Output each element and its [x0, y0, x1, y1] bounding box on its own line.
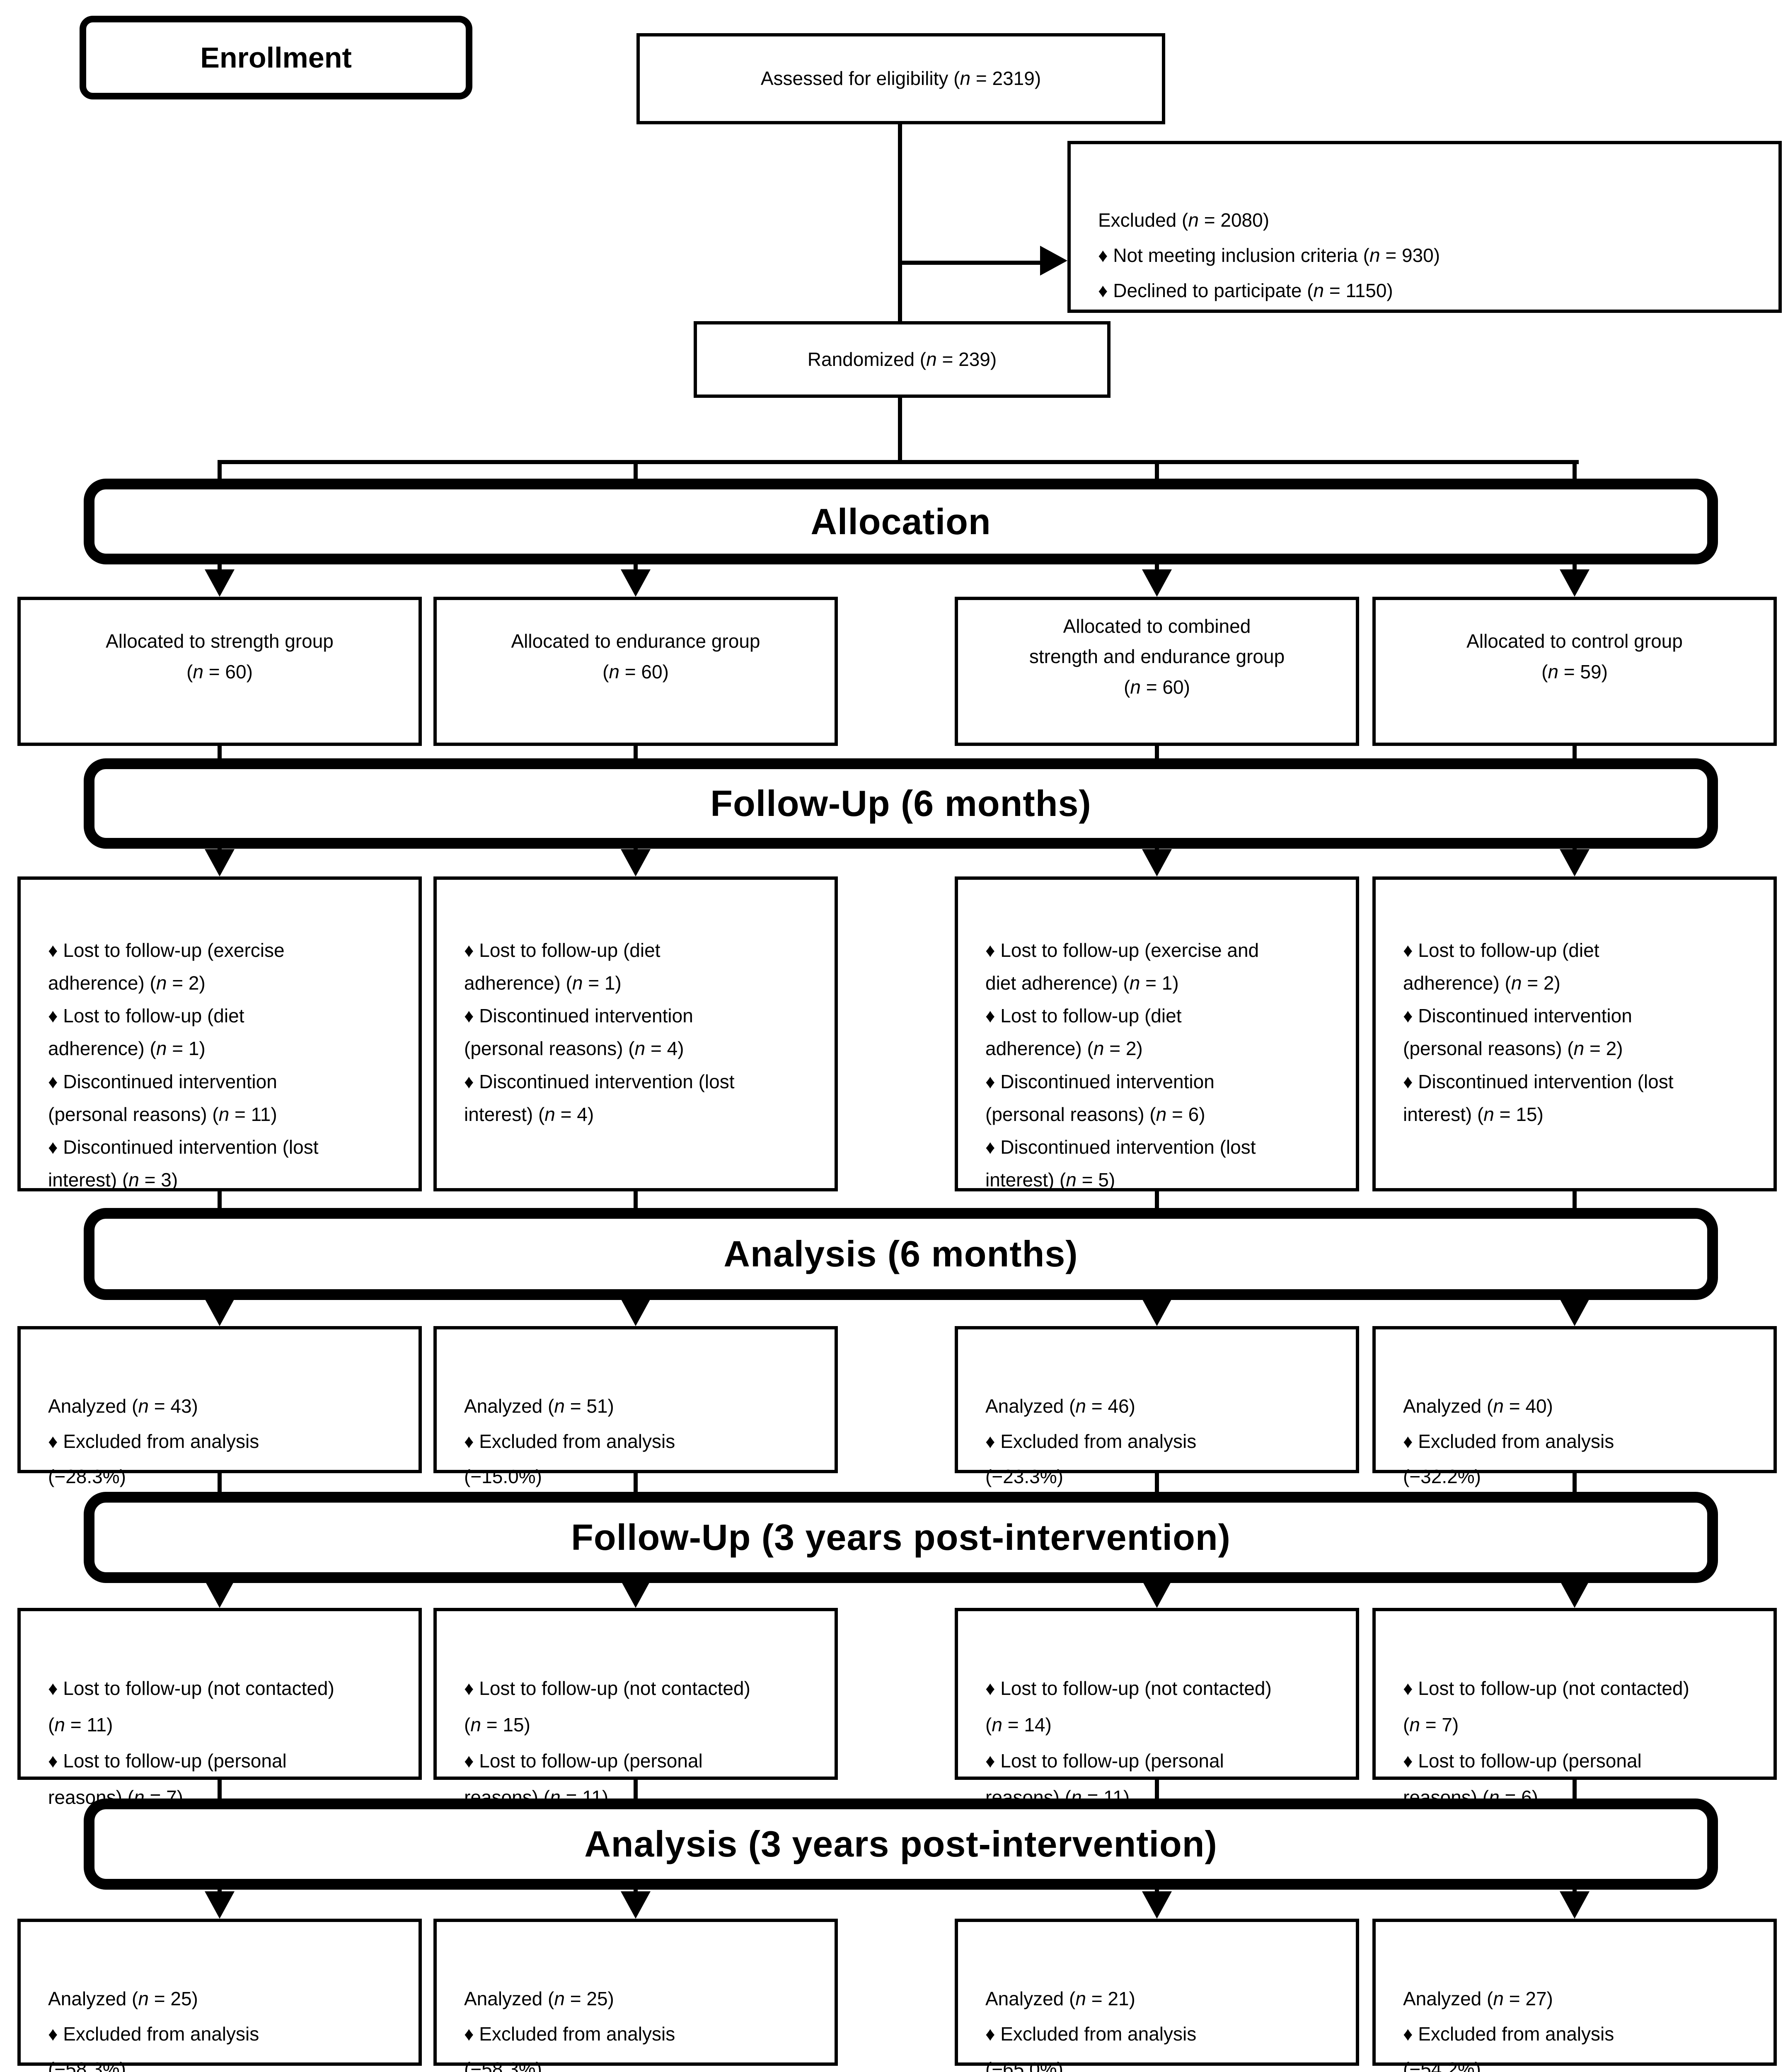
arrow-down-icon: [621, 569, 651, 597]
followup-3years-banner: Follow-Up (3 years post-intervention): [84, 1492, 1718, 1583]
analysis3y-text-endurance: Analyzed (n = 25) ♦ Excluded from analys…: [464, 1988, 675, 2072]
followup6-box-combined: ♦ Lost to follow-up (exercise and diet a…: [955, 876, 1359, 1191]
analysis6-text-strength: Analyzed (n = 43) ♦ Excluded from analys…: [48, 1395, 259, 1488]
allocation-text-combined: Allocated to combined strength and endur…: [1029, 615, 1285, 698]
randomized-text: Randomized (n = 239): [807, 348, 997, 370]
arrow-down-icon: [621, 1891, 651, 1919]
enrollment-label: Enrollment: [200, 41, 352, 74]
assessed-eligibility-text: Assessed for eligibility (n = 2319): [760, 68, 1041, 90]
arrow-down-icon: [205, 569, 235, 597]
followup6-text-strength: ♦ Lost to follow-up (exercise adherence)…: [48, 939, 319, 1191]
followup3y-text-control: ♦ Lost to follow-up (not contacted) (n =…: [1403, 1677, 1689, 1808]
arrow-down-icon: [205, 849, 235, 876]
allocation-text-strength: Allocated to strength group (n = 60): [106, 630, 334, 683]
analysis-3years-label: Analysis (3 years post-intervention): [584, 1823, 1217, 1864]
followup6-box-endurance: ♦ Lost to follow-up (diet adherence) (n …: [433, 876, 838, 1191]
flow-line: [218, 460, 1579, 464]
analysis3y-text-control: Analyzed (n = 27) ♦ Excluded from analys…: [1403, 1988, 1614, 2072]
analysis-6months-label: Analysis (6 months): [723, 1233, 1078, 1274]
arrow-down-icon: [1142, 1299, 1172, 1326]
analysis3y-text-strength: Analyzed (n = 25) ♦ Excluded from analys…: [48, 1988, 259, 2072]
excluded-text: Excluded (n = 2080) ♦ Not meeting inclus…: [1098, 209, 1440, 302]
analysis6-text-control: Analyzed (n = 40) ♦ Excluded from analys…: [1403, 1395, 1614, 1488]
flow-line: [900, 261, 1043, 265]
arrow-down-icon: [205, 1891, 235, 1919]
arrow-down-icon: [1142, 569, 1172, 597]
arrow-down-icon: [205, 1581, 235, 1608]
followup3y-box-control: ♦ Lost to follow-up (not contacted) (n =…: [1372, 1608, 1777, 1808]
followup6-text-control: ♦ Lost to follow-up (diet adherence) (n …: [1403, 939, 1674, 1125]
followup3y-text-strength: ♦ Lost to follow-up (not contacted) (n =…: [48, 1677, 334, 1808]
arrow-down-icon: [1142, 1581, 1172, 1608]
arrow-down-icon: [1560, 849, 1590, 876]
analysis3y-box-endurance: Analyzed (n = 25) ♦ Excluded from analys…: [433, 1919, 838, 2072]
analysis6-box-combined: Analyzed (n = 46) ♦ Excluded from analys…: [955, 1326, 1359, 1487]
allocation-banner: Allocation: [84, 479, 1718, 564]
followup3y-box-endurance: ♦ Lost to follow-up (not contacted) (n =…: [433, 1608, 838, 1808]
arrow-down-icon: [205, 1299, 235, 1326]
followup6-text-endurance: ♦ Lost to follow-up (diet adherence) (n …: [464, 939, 735, 1125]
followup3y-text-combined: ♦ Lost to follow-up (not contacted) (n =…: [985, 1677, 1272, 1808]
followup-3years-label: Follow-Up (3 years post-intervention): [571, 1517, 1231, 1558]
followup3y-box-strength: ♦ Lost to follow-up (not contacted) (n =…: [17, 1608, 422, 1808]
arrow-down-icon: [621, 1581, 651, 1608]
analysis3y-box-strength: Analyzed (n = 25) ♦ Excluded from analys…: [17, 1919, 422, 2072]
analysis6-box-endurance: Analyzed (n = 51) ♦ Excluded from analys…: [433, 1326, 838, 1487]
analysis6-text-combined: Analyzed (n = 46) ♦ Excluded from analys…: [985, 1395, 1197, 1488]
followup-6months-label: Follow-Up (6 months): [710, 783, 1091, 824]
followup3y-text-endurance: ♦ Lost to follow-up (not contacted) (n =…: [464, 1677, 750, 1808]
flow-line: [898, 122, 902, 322]
arrow-down-icon: [1560, 569, 1590, 597]
allocation-box-combined: Allocated to combined strength and endur…: [955, 597, 1359, 746]
analysis3y-box-control: Analyzed (n = 27) ♦ Excluded from analys…: [1372, 1919, 1777, 2072]
assessed-eligibility-box: Assessed for eligibility (n = 2319): [636, 33, 1165, 124]
analysis6-box-control: Analyzed (n = 40) ♦ Excluded from analys…: [1372, 1326, 1777, 1487]
analysis3y-box-combined: Analyzed (n = 21) ♦ Excluded from analys…: [955, 1919, 1359, 2072]
followup-6months-banner: Follow-Up (6 months): [84, 758, 1718, 849]
followup6-box-strength: ♦ Lost to follow-up (exercise adherence)…: [17, 876, 422, 1191]
allocation-text-control: Allocated to control group (n = 59): [1466, 630, 1683, 683]
excluded-box: Excluded (n = 2080) ♦ Not meeting inclus…: [1067, 141, 1782, 313]
arrow-down-icon: [1142, 849, 1172, 876]
analysis-3years-banner: Analysis (3 years post-intervention): [84, 1798, 1718, 1890]
arrow-down-icon: [1560, 1581, 1590, 1608]
followup6-text-combined: ♦ Lost to follow-up (exercise and diet a…: [985, 939, 1259, 1191]
followup6-box-control: ♦ Lost to follow-up (diet adherence) (n …: [1372, 876, 1777, 1191]
analysis6-box-strength: Analyzed (n = 43) ♦ Excluded from analys…: [17, 1326, 422, 1487]
allocation-text-endurance: Allocated to endurance group (n = 60): [511, 630, 760, 683]
randomized-box: Randomized (n = 239): [694, 321, 1111, 398]
arrow-down-icon: [1560, 1891, 1590, 1919]
allocation-box-control: Allocated to control group (n = 59): [1372, 597, 1777, 746]
analysis-6months-banner: Analysis (6 months): [84, 1208, 1718, 1300]
analysis6-text-endurance: Analyzed (n = 51) ♦ Excluded from analys…: [464, 1395, 675, 1488]
allocation-banner-label: Allocation: [811, 501, 991, 542]
arrow-down-icon: [1142, 1891, 1172, 1919]
allocation-box-strength: Allocated to strength group (n = 60): [17, 597, 422, 746]
arrow-down-icon: [1560, 1299, 1590, 1326]
analysis3y-text-combined: Analyzed (n = 21) ♦ Excluded from analys…: [985, 1988, 1197, 2072]
followup3y-box-combined: ♦ Lost to follow-up (not contacted) (n =…: [955, 1608, 1359, 1808]
arrow-right-icon: [1040, 246, 1067, 276]
allocation-box-endurance: Allocated to endurance group (n = 60): [433, 597, 838, 746]
flow-line: [898, 396, 902, 462]
enrollment-label-box: Enrollment: [80, 16, 472, 99]
arrow-down-icon: [621, 1299, 651, 1326]
arrow-down-icon: [621, 849, 651, 876]
